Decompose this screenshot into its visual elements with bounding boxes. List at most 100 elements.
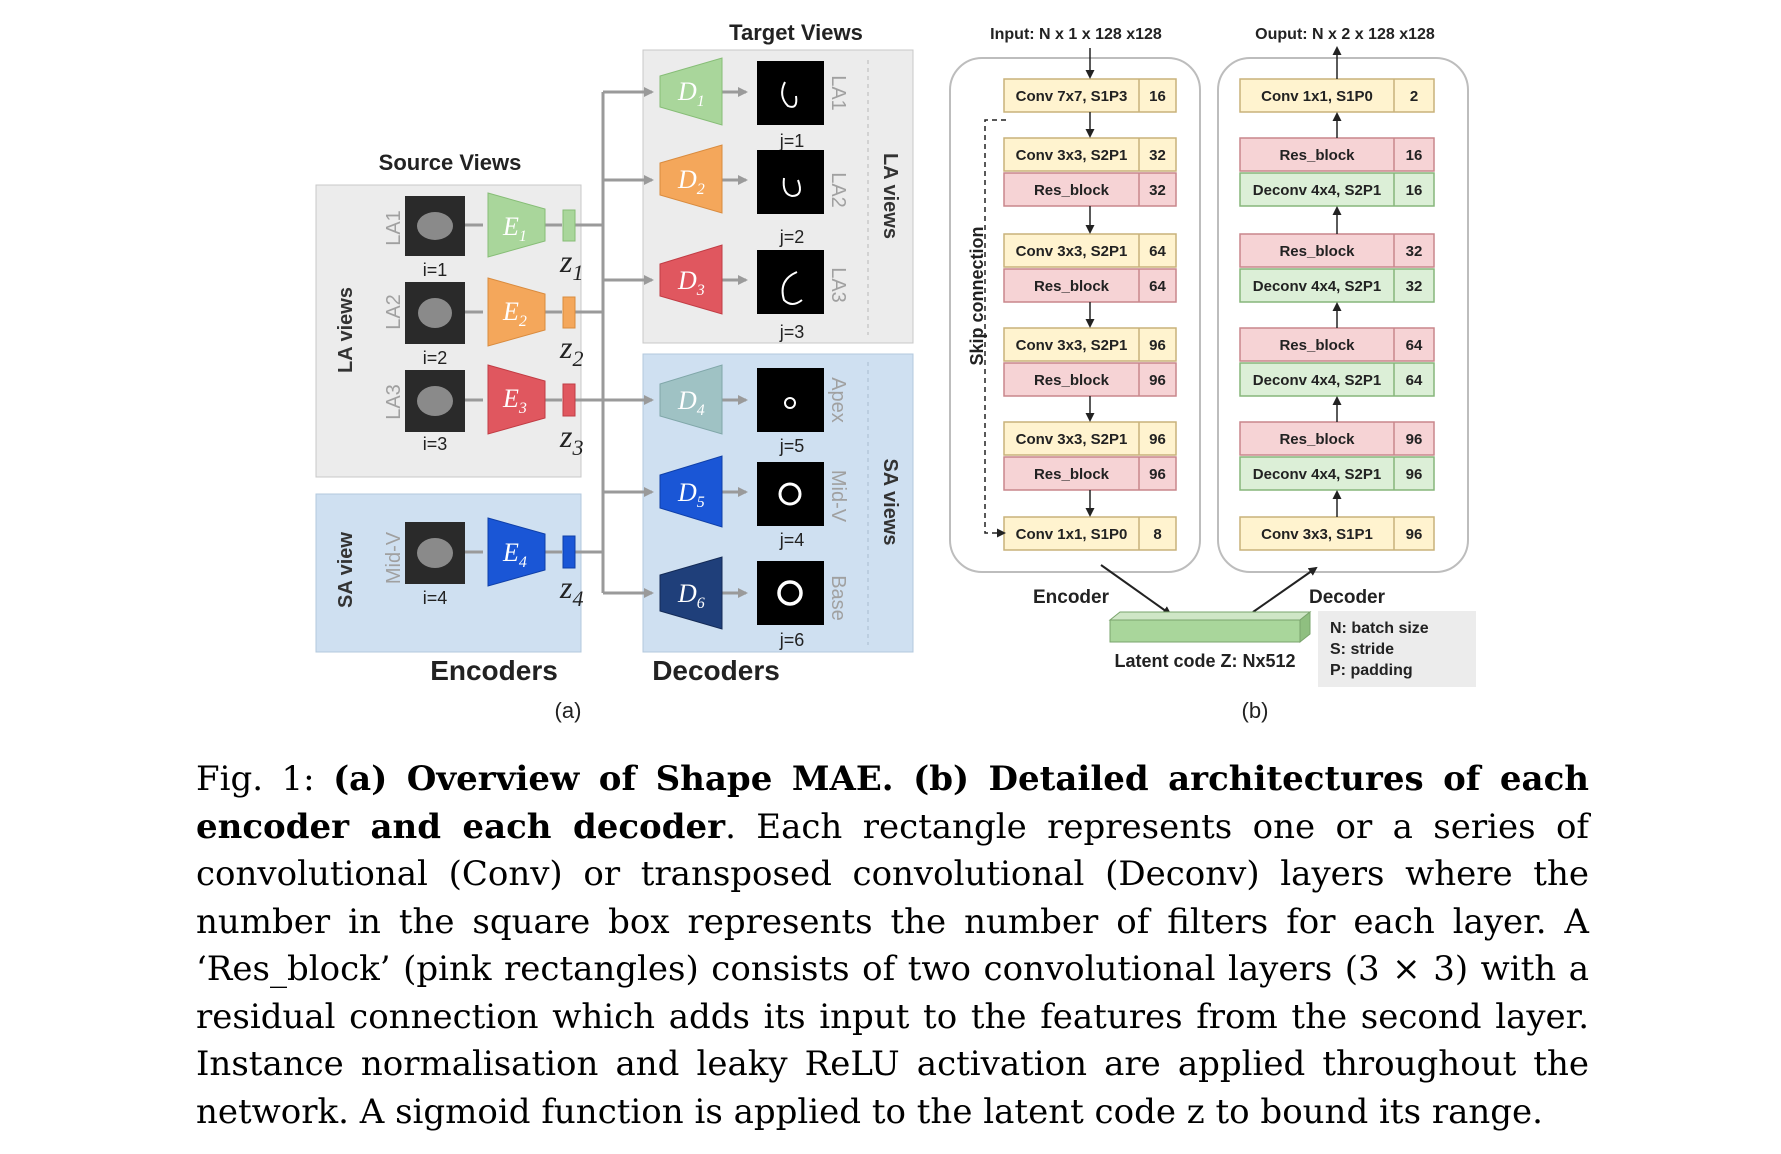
encoder-block-filters: 32: [1149, 182, 1166, 199]
encoder-block-filters: 8: [1153, 526, 1161, 543]
target-view-label: LA1: [827, 75, 849, 111]
decoder-d1: [659, 57, 723, 126]
target-view-label: Base: [827, 575, 849, 621]
decoder-block-filters: 64: [1406, 337, 1423, 354]
la-views-right-label: LA views: [879, 153, 901, 239]
target-index: j=3: [779, 322, 805, 342]
decoder-block-name: Res_block: [1279, 147, 1355, 164]
decoder-d3: [659, 244, 723, 315]
target-views-title: Target Views: [729, 20, 863, 45]
decoder-block-body: [1239, 456, 1435, 491]
latent-z3: [562, 383, 576, 417]
encoder-block-body: [1003, 233, 1177, 268]
target-view-label: Mid-V: [827, 470, 849, 523]
mri-thumbnail-heart: [417, 538, 453, 568]
decoder-block-filters: 64: [1406, 372, 1423, 389]
output-label: Ouput: N x 2 x 128 x128: [1255, 26, 1435, 43]
decoder-container: [1217, 57, 1469, 573]
encoder-label: Encoder: [1033, 587, 1110, 608]
latent-z1: [562, 209, 576, 242]
target-index: j=1: [779, 131, 805, 151]
decoder-label: D1: [677, 77, 705, 110]
target-row-1: D1 LA1 j=1: [659, 57, 849, 151]
caption-bold-title: (a) Overview of Shape MAE. (b) Detailed …: [196, 759, 1589, 847]
decoder-block-name: Deconv 4x4, S2P1: [1253, 182, 1381, 199]
decoder-block-name: Conv 3x3, S1P1: [1261, 526, 1373, 543]
decoder-block-name: Res_block: [1279, 431, 1355, 448]
decoder-d4: [659, 364, 723, 435]
decoder-block-filters: 16: [1406, 182, 1423, 199]
decoder-label: D4: [677, 386, 705, 419]
legend-stride: S: stride: [1330, 641, 1394, 658]
target-row-2: D2 LA2 j=2: [659, 144, 849, 247]
target-row-3: D3 LA3 j=3: [659, 244, 849, 342]
encoder-block-filters: 16: [1149, 88, 1166, 105]
source-view-label: LA1: [383, 210, 405, 246]
panel-b: Input: N x 1 x 128 x128 Ouput: N x 2 x 1…: [949, 26, 1476, 723]
encoder-block-name: Conv 3x3, S2P1: [1016, 243, 1128, 260]
connectors: [465, 87, 748, 598]
encoder-block-filters: 96: [1149, 372, 1166, 389]
decoder-block-filters: 96: [1406, 466, 1423, 483]
segmentation-output: [757, 368, 824, 432]
encoder-block-name: Res_block: [1034, 182, 1110, 199]
encoder-block-body: [1003, 421, 1177, 456]
decoder-block-filters: 96: [1406, 526, 1423, 543]
target-row-4: D4 Apex j=5: [659, 364, 849, 456]
source-index: i=2: [423, 348, 448, 368]
encoder-block-name: Conv 1x1, S1P0: [1016, 526, 1128, 543]
decoder-label: D2: [677, 165, 705, 198]
encoder-block-name: Conv 3x3, S2P1: [1016, 147, 1128, 164]
encoder-block-body: [1003, 456, 1177, 491]
target-row-5: D5 Mid-V j=4: [659, 455, 849, 550]
encoder-block-filters: 96: [1149, 337, 1166, 354]
decoder-block-body: [1239, 516, 1435, 551]
decoder-block-body: [1239, 172, 1435, 207]
decoder-label: Decoder: [1309, 587, 1386, 608]
encoder-block-name: Res_block: [1034, 278, 1110, 295]
legend-box: [1318, 611, 1476, 687]
encoder-e4: [487, 517, 546, 587]
encoder-block-body: [1003, 137, 1177, 172]
latent-label: z3: [559, 418, 583, 460]
caption-fig-number: Fig. 1:: [196, 759, 334, 799]
panel-b-sublabel: (b): [1242, 698, 1269, 723]
la-views-left-label: LA views: [335, 287, 357, 373]
source-index: i=1: [423, 260, 448, 280]
figure: Source Views Target Views LA views SA vi…: [315, 20, 1476, 723]
latent-z2: [562, 296, 576, 329]
encoder-block-filters: 64: [1149, 243, 1166, 260]
target-view-label: LA2: [827, 172, 849, 208]
sa-views-right-label: SA views: [879, 458, 901, 545]
encoder-block: Res_block 32: [1003, 172, 1177, 207]
source-index: i=4: [423, 588, 448, 608]
segmentation-contour: [781, 271, 803, 305]
decoder-block-body: [1239, 327, 1435, 362]
segmentation-contour: [777, 580, 803, 606]
legend-padding: P: padding: [1330, 662, 1413, 679]
encoder-block-body: [1003, 327, 1177, 362]
decoder-label: D3: [677, 266, 705, 299]
latent-code-bar-top: [1108, 611, 1312, 621]
encoder-block-name: Res_block: [1034, 372, 1110, 389]
encoder-label: E2: [502, 297, 527, 330]
encoder-block-body: [1003, 516, 1177, 551]
target-index: j=2: [779, 227, 805, 247]
decoder-block-name: Deconv 4x4, S2P1: [1253, 466, 1381, 483]
skip-connection-label: Skip connection: [967, 226, 987, 365]
encoder-label: E4: [502, 538, 527, 571]
decoder-block-name: Conv 1x1, S1P0: [1261, 88, 1373, 105]
encoder-block-body: [1003, 362, 1177, 397]
latent-to-decoder-arrow: [1252, 566, 1318, 613]
encoder-block-filters: 64: [1149, 278, 1166, 295]
decoder-block: Conv 3x3, S1P1 96: [1239, 516, 1435, 551]
figure-caption: Fig. 1: (a) Overview of Shape MAE. (b) D…: [196, 756, 1589, 1136]
legend-batch-size: N: batch size: [1330, 620, 1429, 637]
